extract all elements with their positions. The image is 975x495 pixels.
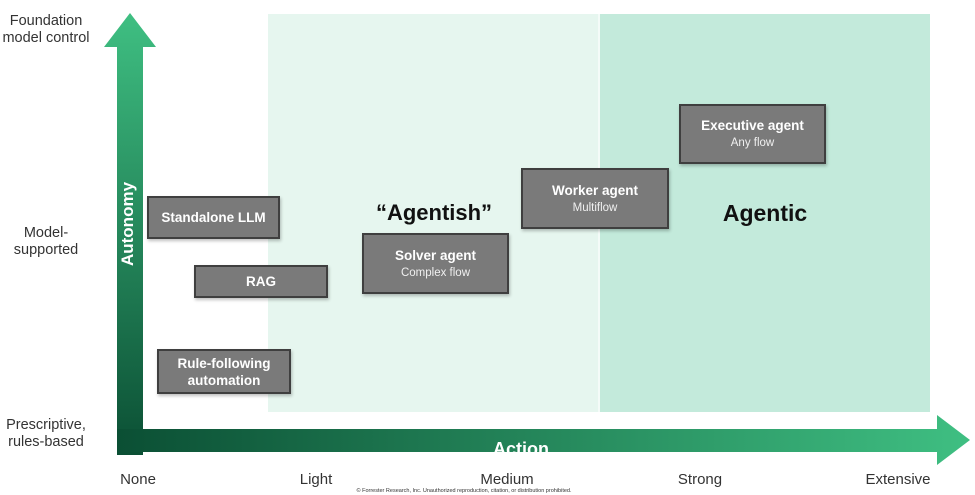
y-level-prescriptive: Prescriptive, rules-based: [6, 417, 86, 450]
y-axis-title: Autonomy: [118, 181, 137, 267]
y-level-foundation: Foundation model control: [2, 13, 90, 46]
agent-box-standalone-llm: Standalone LLM: [147, 196, 280, 239]
y-axis-arrow: [104, 13, 156, 455]
x-level-strong: Strong: [677, 471, 723, 488]
agent-name: Executive agent: [701, 118, 804, 133]
x-level-light: Light: [299, 471, 333, 488]
x-axis-arrow: [117, 415, 970, 465]
agent-box-rule-following: Rule-following automation: [157, 349, 291, 394]
agent-name: Worker agent: [551, 182, 639, 198]
x-level-medium: Medium: [480, 471, 534, 488]
agent-flow: Complex flow: [400, 266, 471, 279]
agent-name: Standalone LLM: [161, 210, 266, 225]
y-level-model-supported: Model-supported: [13, 225, 79, 258]
x-level-extensive: Extensive: [865, 471, 931, 488]
agent-box-rag: RAG: [194, 265, 328, 298]
x-axis-title: Action: [493, 439, 549, 459]
agent-box-solver: Solver agent Complex flow: [362, 233, 509, 294]
agent-box-worker: Worker agent Multiflow: [521, 168, 669, 229]
agent-name: RAG: [246, 274, 276, 289]
agentish-zone-title: “Agentish”: [375, 200, 493, 225]
agent-name: Rule-following automation: [177, 355, 271, 388]
agent-flow: Any flow: [730, 137, 775, 149]
agentic-zone-title: Agentic: [722, 200, 808, 226]
agent-box-executive: Executive agent Any flow: [679, 104, 826, 164]
copyright-footnote: © Forrester Research, Inc. Unauthorized …: [356, 488, 572, 494]
agent-name: Solver agent: [394, 247, 477, 263]
x-level-none: None: [120, 471, 156, 488]
agent-flow: Multiflow: [572, 201, 618, 214]
